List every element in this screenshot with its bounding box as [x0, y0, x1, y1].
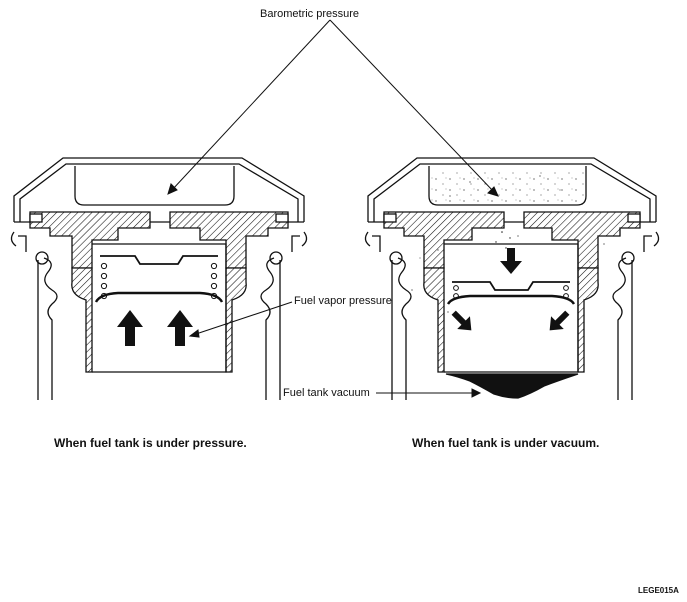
figure-code: LEGE015A — [638, 586, 679, 595]
left-diaphragm — [94, 291, 224, 303]
left-spring-right — [210, 262, 218, 300]
caption-right: When fuel tank is under vacuum. — [412, 436, 600, 450]
right-spring-left — [453, 285, 459, 299]
barometric-pressure-label: Barometric pressure — [260, 8, 360, 20]
right-diagonal-arrow-right — [549, 310, 570, 331]
left-cap — [10, 157, 308, 400]
right-neck-left — [397, 257, 412, 400]
left-up-arrow-2 — [167, 310, 193, 346]
right-spring-right — [563, 285, 569, 299]
left-neck-left — [43, 257, 58, 400]
right-cap-shell — [367, 157, 657, 222]
right-valve-top — [452, 281, 570, 291]
leader-lines — [167, 19, 499, 398]
left-cap-shell — [13, 157, 305, 222]
left-chamber — [92, 243, 227, 373]
right-wall-left — [423, 267, 445, 373]
left-neck-right — [260, 257, 275, 400]
right-diaphragm — [446, 294, 576, 305]
left-wall-right — [225, 267, 247, 373]
left-wall-left — [71, 267, 93, 373]
fuel-vapor-pressure-label: Fuel vapor pressure — [294, 295, 392, 307]
left-valve-top — [100, 255, 218, 265]
caption-left: When fuel tank is under pressure. — [54, 436, 247, 450]
right-chamber — [444, 243, 579, 373]
left-up-arrow-1 — [117, 310, 143, 346]
right-neck-right — [612, 257, 627, 400]
fuel-tank-vacuum-blob — [445, 373, 579, 399]
right-wall-right — [577, 267, 599, 373]
right-cap — [364, 157, 660, 400]
right-down-arrow — [500, 248, 522, 274]
right-diagonal-arrow-left — [451, 310, 472, 331]
fuel-tank-vacuum-label: Fuel tank vacuum — [283, 387, 370, 399]
left-spring-left — [100, 262, 108, 300]
